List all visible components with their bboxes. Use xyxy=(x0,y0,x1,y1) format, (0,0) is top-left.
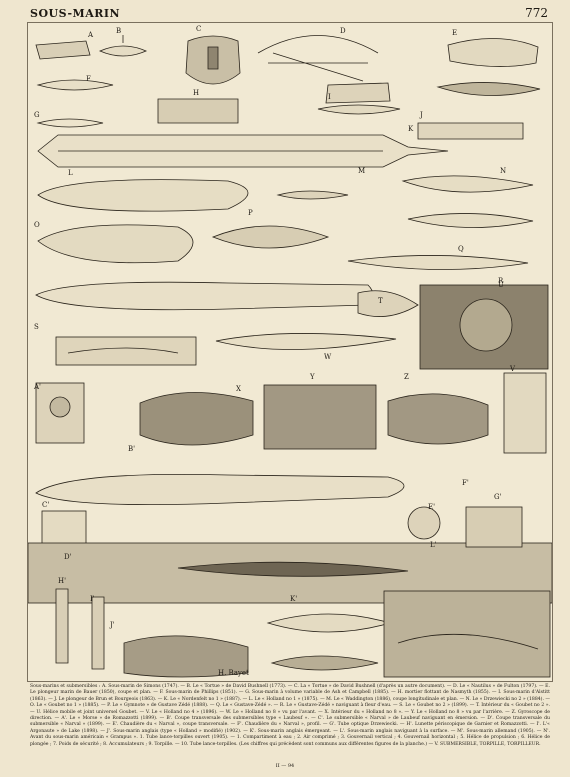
submarine-illustrations: A B C D E F G H I JK L M N O P Q R S T U V W X Y Z A' B' C' D' E' F' G'… xyxy=(28,25,552,678)
figure-label: A xyxy=(87,31,94,39)
figure-label: I' xyxy=(90,595,95,603)
figure-label: I xyxy=(328,93,331,101)
figure-label: W xyxy=(324,353,332,361)
figure-label: B' xyxy=(128,445,135,453)
figure-label: H' xyxy=(58,577,66,585)
figure-label: L' xyxy=(430,541,437,549)
figure-label: N xyxy=(500,167,506,175)
page-footer: II — 94 xyxy=(275,763,295,769)
page-number: 772 xyxy=(525,6,548,20)
figure-label: Z xyxy=(404,373,409,381)
figure-label: T xyxy=(378,297,383,305)
figure-label: J' xyxy=(109,621,115,629)
engraver-signature: H. Bayet xyxy=(218,669,249,677)
figure-label: G' xyxy=(494,493,502,501)
figure-label: P xyxy=(248,209,253,217)
figure-label: Q xyxy=(458,245,464,253)
figure-label: E' xyxy=(428,503,435,511)
figure-label: O xyxy=(34,221,40,229)
figure-label: S xyxy=(34,323,39,331)
figure-label: C' xyxy=(42,501,49,509)
figure-label: D xyxy=(340,27,346,35)
figure-label: G xyxy=(34,111,40,119)
figure-label: E xyxy=(452,29,457,37)
figure-label: J xyxy=(419,111,423,119)
figure-label: A' xyxy=(33,383,41,391)
figure-label: F xyxy=(86,75,91,83)
figure-label: Y xyxy=(309,373,315,381)
figure-label: B xyxy=(116,27,121,35)
plate-caption: Sous-marins et submersibles : A. Sous-ma… xyxy=(30,684,550,747)
figure-label: H xyxy=(193,89,199,97)
figure-label: V xyxy=(509,365,516,373)
figure-label: R xyxy=(498,277,504,285)
figure-label: X xyxy=(236,385,241,393)
figure-label: C xyxy=(196,25,201,33)
figure-label: K' xyxy=(290,595,297,603)
figure-label: F' xyxy=(462,479,469,487)
figure-label: D' xyxy=(64,553,72,561)
page-title: SOUS-MARIN xyxy=(30,7,121,20)
figure-label: K xyxy=(408,125,414,133)
figure-label: M xyxy=(358,167,365,175)
figure-label: U xyxy=(498,281,504,289)
figure-label: L xyxy=(68,169,73,177)
